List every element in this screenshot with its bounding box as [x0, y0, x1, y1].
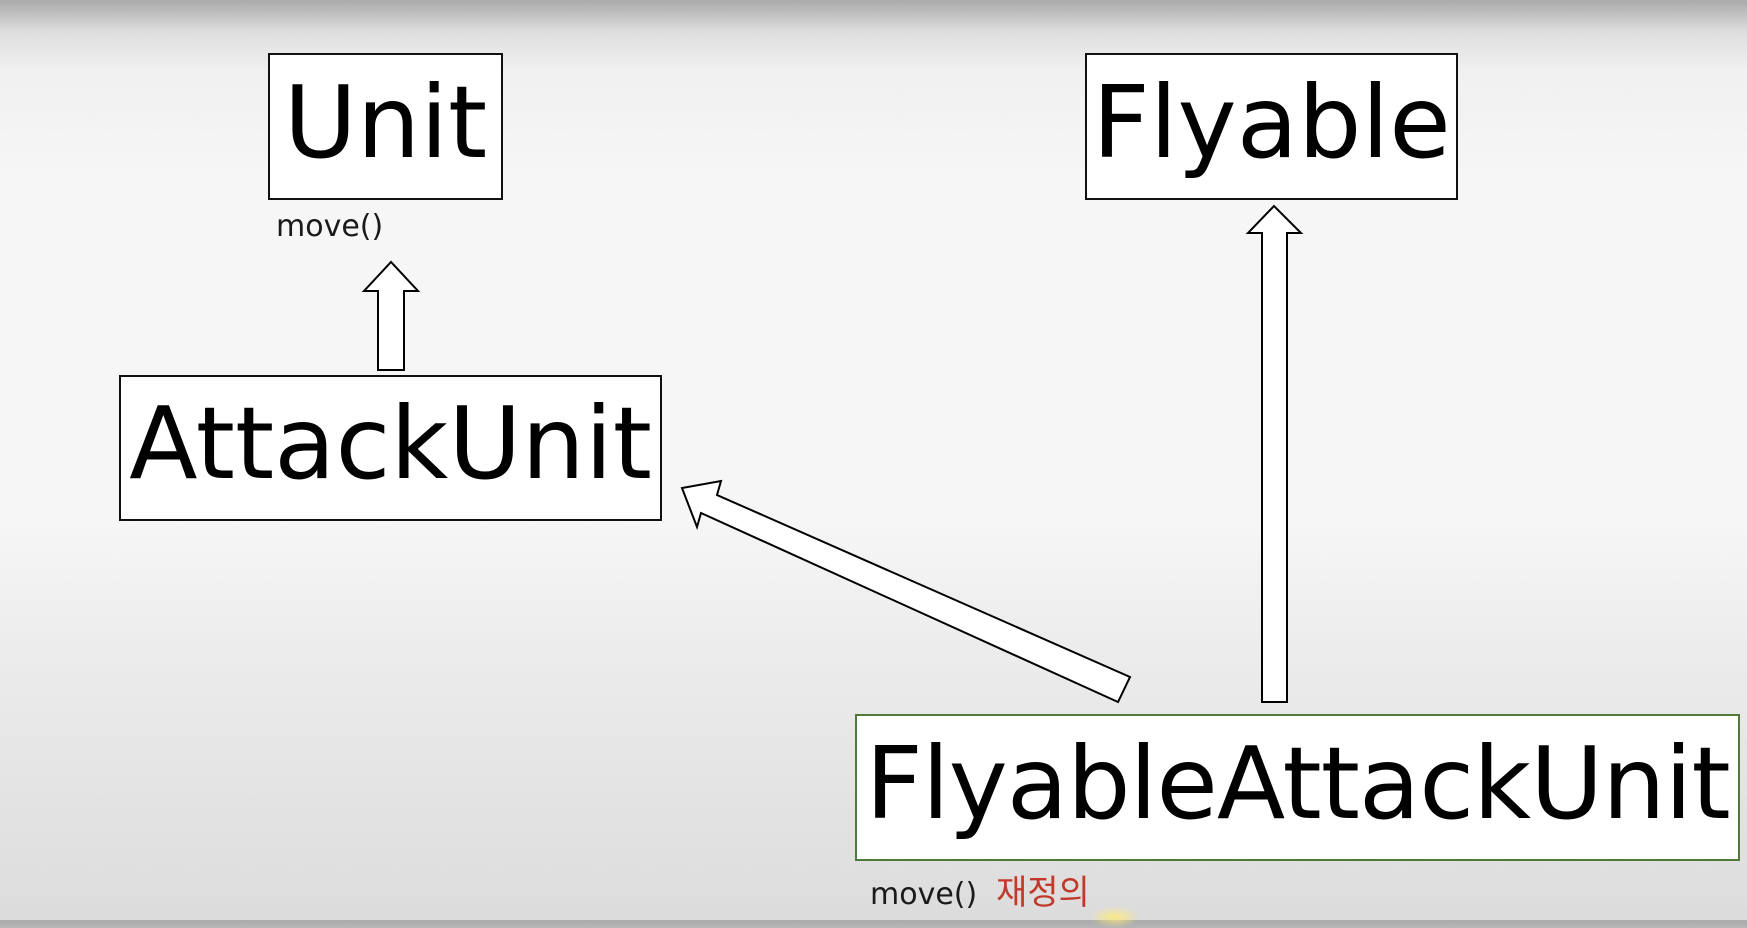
class-label-attack-unit: AttackUnit: [129, 385, 652, 502]
class-label-flyable: Flyable: [1092, 63, 1451, 181]
cursor-highlight: [1090, 906, 1140, 928]
class-box-flyable: Flyable: [1085, 53, 1458, 200]
override-note: 재정의: [996, 873, 1090, 913]
class-box-unit: Unit: [268, 53, 503, 200]
unit-method-note: move(): [276, 209, 384, 244]
class-box-attack-unit: AttackUnit: [119, 375, 662, 521]
class-box-flyable-attack-unit: FlyableAttackUnit: [855, 714, 1740, 861]
arrow-flyableattackunit-to-attackunit-body: [680, 479, 1132, 704]
arrow-flyableattackunit-to-flyable: [1245, 204, 1304, 703]
class-label-unit: Unit: [283, 63, 488, 181]
flyable-attack-unit-method-note: move(): [870, 877, 978, 912]
arrow-attackunit-to-unit: [361, 260, 421, 371]
class-label-flyable-attack-unit: FlyableAttackUnit: [865, 724, 1730, 842]
